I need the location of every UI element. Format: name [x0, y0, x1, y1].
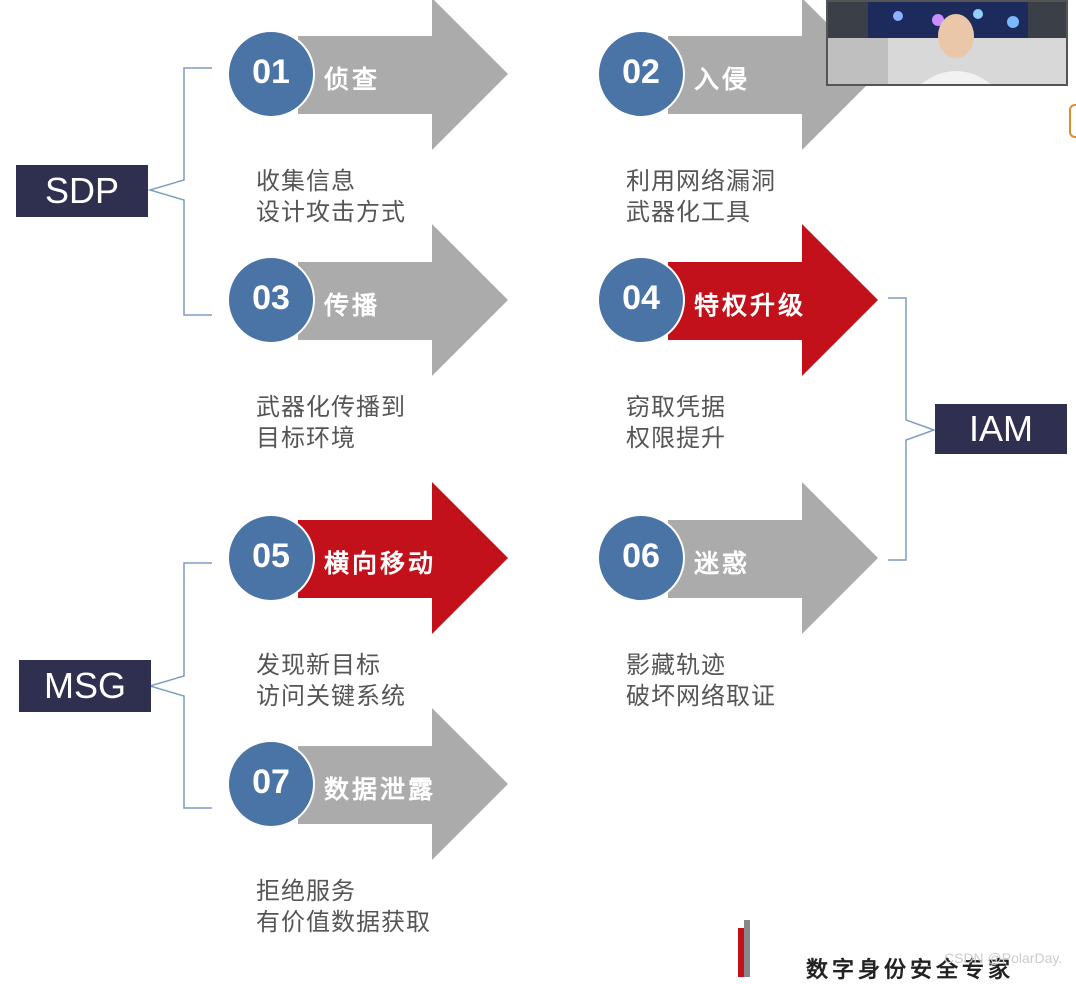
step-desc-line1-03: 武器化传播到: [256, 393, 406, 421]
step-arrow-03: [298, 224, 508, 376]
step-title-01: 侦查: [324, 65, 381, 94]
sdp-bracket: [147, 67, 212, 316]
step-arrow-05: [298, 482, 508, 634]
step-desc-line2-06: 破坏网络取证: [626, 682, 776, 710]
step-circle-03: [227, 256, 315, 344]
step-desc-line2-02: 武器化工具: [626, 198, 751, 226]
step-number-02: 02: [622, 53, 660, 91]
step-desc-line2-05: 访问关键系统: [256, 682, 406, 710]
step-arrow-06: [668, 482, 878, 634]
msg-tag: MSG: [19, 660, 151, 712]
presenter-video: [826, 0, 1068, 86]
step-desc-line1-05: 发现新目标: [256, 651, 381, 679]
step-desc-line1-01: 收集信息: [256, 167, 356, 195]
step-title-05: 横向移动: [324, 549, 437, 578]
iam-bracket: [888, 297, 937, 561]
step-number-04: 04: [622, 279, 660, 317]
step-title-03: 传播: [324, 291, 381, 320]
step-desc-line1-07: 拒绝服务: [256, 877, 356, 905]
step-arrow-01: [298, 0, 508, 150]
step-arrow-04: [668, 224, 878, 376]
step-number-05: 05: [252, 537, 290, 575]
step-circle-06: [597, 514, 685, 602]
step-desc-line1-04: 窃取凭据: [626, 393, 726, 421]
iam-tag: IAM: [935, 404, 1067, 454]
step-title-07: 数据泄露: [324, 775, 437, 804]
step-desc-line2-04: 权限提升: [626, 424, 726, 452]
step-circle-01: [227, 30, 315, 118]
sdp-tag: SDP: [16, 165, 148, 217]
step-number-07: 07: [252, 763, 290, 801]
step-desc-line2-07: 有价值数据获取: [256, 908, 431, 936]
step-number-03: 03: [252, 279, 290, 317]
presenter-image: [828, 2, 1066, 84]
step-title-02: 入侵: [694, 65, 751, 94]
step-desc-line2-01: 设计攻击方式: [256, 198, 406, 226]
step-desc-line2-03: 目标环境: [256, 424, 356, 452]
step-circle-02: [597, 30, 685, 118]
step-desc-line1-02: 利用网络漏洞: [626, 167, 776, 195]
step-arrow-02: [668, 0, 878, 150]
step-circle-05: [227, 514, 315, 602]
company-logo-icon: [738, 920, 750, 977]
step-number-06: 06: [622, 537, 660, 575]
step-title-06: 迷惑: [694, 549, 751, 578]
csdn-watermark: CSDN @PolarDay.: [944, 950, 1063, 966]
step-desc-line1-06: 影藏轨迹: [626, 651, 726, 679]
step-circle-04: [597, 256, 685, 344]
step-title-04: 特权升级: [694, 291, 807, 320]
step-arrow-07: [298, 708, 508, 860]
step-circle-07: [227, 740, 315, 828]
side-tab[interactable]: [1069, 104, 1076, 138]
step-number-01: 01: [252, 53, 290, 91]
